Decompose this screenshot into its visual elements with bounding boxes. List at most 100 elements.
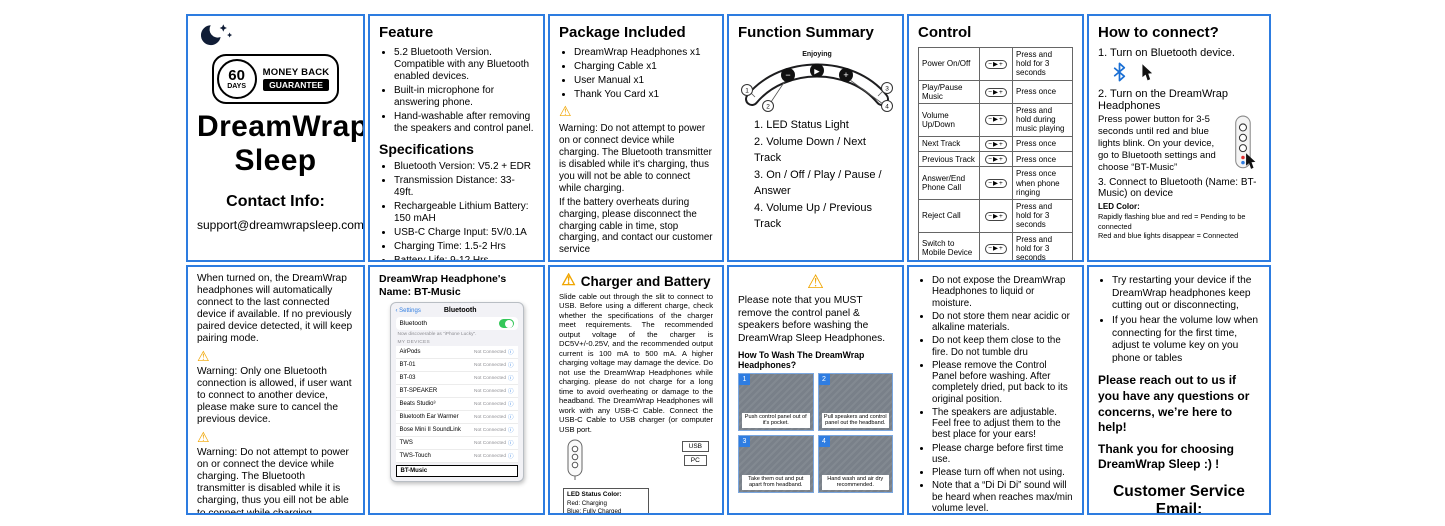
panel-brand: 60 DAYS MONEY BACK GUARANTEE DreamWrap S… <box>186 14 365 262</box>
device-status-text: Not Connected <box>473 349 506 355</box>
control-action-label: Volume Up/Down <box>918 102 980 137</box>
device-status-text: Not Connected <box>473 414 506 420</box>
package-title: Package Included <box>559 24 686 41</box>
panel-buttons-icon: −▶+ <box>985 211 1007 222</box>
customer-service-title: Customer Service Email: <box>1113 483 1245 515</box>
washing-step-image: 4 Hand wash and air dry recommended. <box>817 434 893 493</box>
care-item: Do not keep them close to the fire. Do n… <box>932 335 1073 358</box>
support-tips: Try restarting your device if the DreamW… <box>1098 275 1260 365</box>
care-item: Please remove the Control Panel before w… <box>932 360 1073 405</box>
led-status-box: LED Status Color: Red: Charging Blue: Fu… <box>563 488 649 513</box>
charger-title-row: ⚠ Charger and Battery <box>559 273 713 289</box>
washing-how-title: How To Wash The DreamWrap Headphones? <box>738 349 865 370</box>
control-button-icon: −▶+ <box>979 135 1013 152</box>
moon-logo-icon <box>200 24 233 46</box>
device-status-text: Not Connected <box>473 440 506 446</box>
step-caption: Take them out and put apart from headban… <box>742 475 810 490</box>
pc-label: PC <box>683 455 707 467</box>
control-action-desc: Press once when phone ringing <box>1012 166 1073 200</box>
info-icon: ⓘ <box>507 428 514 435</box>
step-number-badge: 2 <box>818 373 830 385</box>
headband-diagram: Enjoying − ▶ + 1 2 3 4 <box>741 51 893 112</box>
legend-item: 1. LED Status Light <box>754 119 849 131</box>
spec-item: Transmission Distance: 33-49ft. <box>394 175 534 199</box>
panel-buttons-icon: −▶+ <box>985 115 1007 125</box>
panel-buttons-icon: −▶+ <box>985 244 1007 254</box>
care-item: Please turn off when not using. <box>932 467 1073 478</box>
control-row: Power On/Off −▶+ Press and hold for 3 se… <box>918 47 1073 81</box>
pairing-intro: When turned on, the DreamWrap headphones… <box>197 273 353 345</box>
device-status-text: Not Connected <box>473 401 506 407</box>
bluetooth-toggle-row: Bluetooth <box>395 317 518 331</box>
highlighted-device-row: BT-Music <box>395 465 518 478</box>
manual-sheet: 60 DAYS MONEY BACK GUARANTEE DreamWrap S… <box>186 14 1271 515</box>
brand-title-line1: DreamWrap <box>197 110 365 143</box>
charger-body-text: Slide cable out through the slit to conn… <box>559 292 713 434</box>
brand-title-line2: Sleep <box>234 143 317 177</box>
connect-step-2-title: 2. Turn on the DreamWrap Headphones <box>1098 88 1229 112</box>
feature-title: Feature <box>379 24 434 41</box>
control-panel-image <box>1235 115 1256 169</box>
package-overheat-note: If the battery overheats during charging… <box>559 196 713 256</box>
warning-icon: ⚠ <box>561 272 576 289</box>
pairing-warning-2: Warning: Do not attempt to power on or c… <box>197 447 349 515</box>
charger-targets: USB PC <box>681 441 709 467</box>
control-row: Volume Up/Down −▶+ Press and hold during… <box>918 102 1073 137</box>
care-item: The speakers are adjustable. Feel free t… <box>932 407 1073 441</box>
connect-step-2-body: Press power button for 3-5 seconds until… <box>1098 114 1216 173</box>
badge-text: MONEY BACK GUARANTEE <box>262 67 330 91</box>
led-color-label: LED Color: <box>1098 202 1140 211</box>
step-caption: Hand wash and air dry recommended. <box>821 475 889 490</box>
feature-item: 5.2 Bluetooth Version. Compatible with a… <box>394 47 534 83</box>
support-thanks: Thank you for choosing DreamWrap Sleep :… <box>1098 441 1235 472</box>
step-number-badge: 3 <box>739 435 750 447</box>
minus-button-icon: − <box>785 70 790 80</box>
panel-feature: Feature 5.2 Bluetooth Version. Compatibl… <box>368 14 545 262</box>
control-title: Control <box>918 24 972 41</box>
control-action-desc: Press and hold for 3 seconds <box>1012 199 1073 233</box>
play-button-icon: ▶ <box>814 69 820 76</box>
back-chevron-icon: ‹ <box>395 307 398 314</box>
care-item: Note that a “Di Di Di” sound will be hea… <box>932 480 1073 513</box>
panel-buttons-icon: −▶+ <box>985 59 1007 70</box>
control-button-icon: −▶+ <box>979 102 1013 137</box>
device-name: BT-01 <box>399 362 416 369</box>
washing-steps-grid: 1 Push control panel out of it's pocket.… <box>738 372 893 493</box>
badge-guarantee: GUARANTEE <box>262 79 330 91</box>
support-reach-out: Please reach out to us if you have any q… <box>1098 373 1250 435</box>
bluetooth-toggle-label: Bluetooth <box>399 320 427 328</box>
device-name: Bose Mini II SoundLink <box>399 427 461 434</box>
package-warning-text: Warning: Do not attempt to power on or c… <box>559 123 712 194</box>
plus-button-icon: + <box>843 70 848 80</box>
package-item: Charging Cable x1 <box>574 61 713 73</box>
info-icon: ⓘ <box>507 402 514 409</box>
connect-step1-icons <box>1112 62 1260 82</box>
feature-item: Built-in microphone for answering phone. <box>394 85 534 109</box>
device-name: Bluetooth Ear Warmer <box>399 414 459 421</box>
device-name: Beats Studio³ <box>399 401 436 408</box>
panel-pairing-notes: When turned on, the DreamWrap headphones… <box>186 265 365 515</box>
badge-days-number: 60 <box>228 67 245 84</box>
control-button-icon: −▶+ <box>979 166 1013 200</box>
device-name: TWS <box>399 440 413 447</box>
control-row: Play/Pause Music −▶+ Press once <box>918 79 1073 104</box>
charger-title: Charger and Battery <box>580 273 711 289</box>
info-icon: ⓘ <box>507 376 514 383</box>
legend-item: 3. On / Off / Play / Pause / Answer <box>754 168 882 198</box>
control-action-label: Reject Call <box>918 199 980 233</box>
control-button-icon: −▶+ <box>979 47 1013 81</box>
control-action-desc: Press and hold for 3 seconds <box>1012 231 1073 260</box>
legend-item: 2. Volume Down / Next Track <box>754 135 866 165</box>
panel-package: Package Included DreamWrap Headphones x1… <box>548 14 724 262</box>
feature-item: Hand-washable after removing the speaker… <box>394 111 534 135</box>
care-list: Do not expose the DreamWrap Headphones t… <box>918 275 1073 513</box>
panel-buttons-icon: −▶+ <box>985 178 1007 189</box>
care-item: Please charge before first time use. <box>932 443 1073 466</box>
